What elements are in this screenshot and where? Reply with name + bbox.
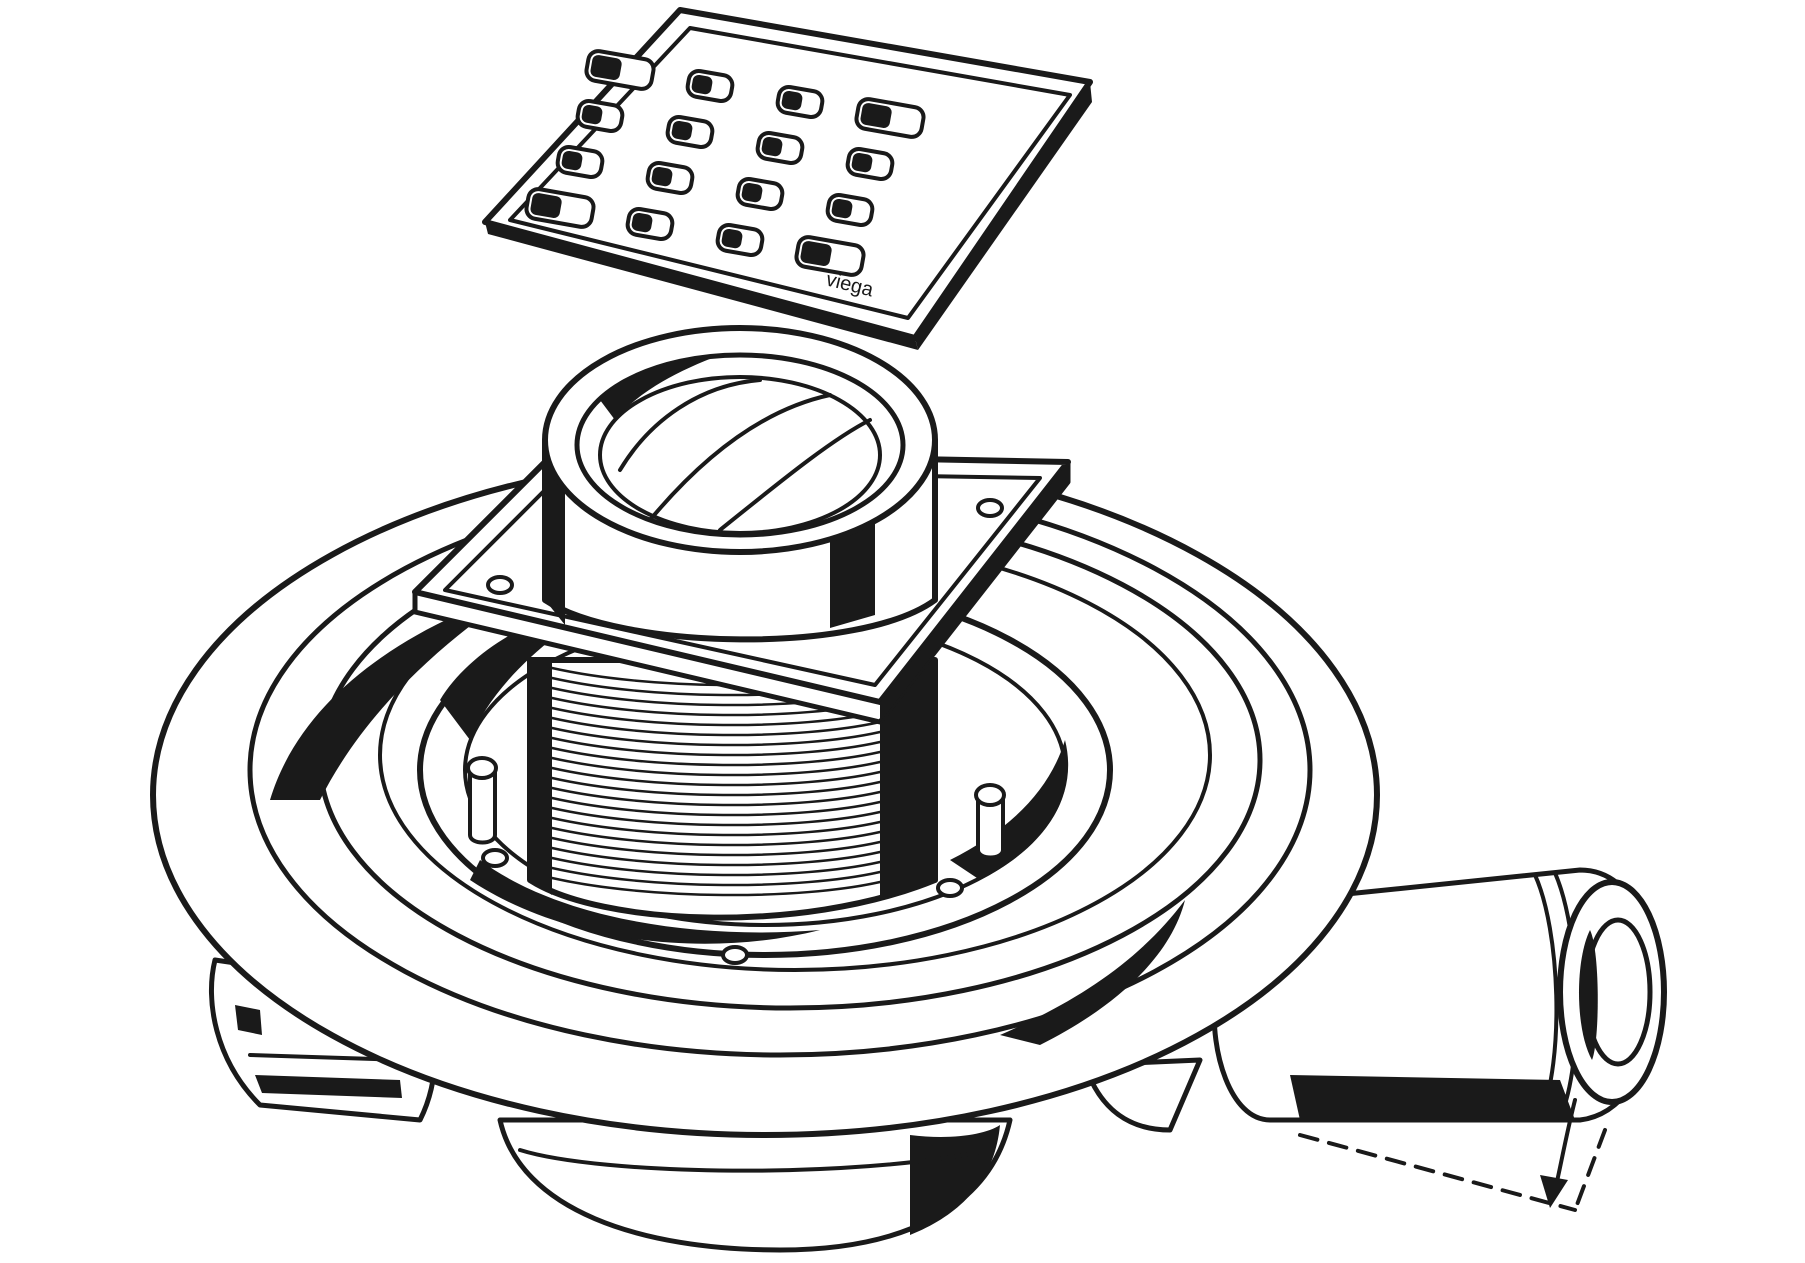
thread-line — [550, 726, 882, 747]
grate-slot-shadow — [691, 74, 713, 95]
thread-line — [550, 836, 882, 857]
thread-line — [550, 766, 882, 787]
thread-line — [550, 816, 882, 837]
grate-slot-shadow — [741, 182, 763, 203]
thread-line — [550, 876, 882, 897]
grate-slot-shadow — [651, 166, 673, 187]
flange-screw — [486, 575, 514, 595]
screw-hole — [721, 945, 749, 965]
grate-slot-shadow — [590, 55, 622, 81]
locating-pin-left — [466, 756, 498, 845]
grate-slots — [524, 49, 926, 277]
thread-line — [550, 786, 882, 807]
grate-slot-shadow — [860, 103, 892, 129]
grate-slot-shadow — [851, 152, 873, 173]
flange-screw — [976, 498, 1004, 518]
dimension-arrow — [1298, 1098, 1607, 1212]
upper-tube — [542, 325, 938, 643]
arrow-head — [1540, 1175, 1568, 1208]
grate-slot-shadow — [530, 193, 562, 219]
screw-hole — [481, 848, 509, 868]
locating-pin-right — [974, 783, 1006, 860]
thread-line — [550, 826, 882, 847]
thread-line — [550, 736, 882, 757]
grate-slot-shadow — [781, 90, 803, 111]
grate-slot-shadow — [581, 104, 603, 125]
screw-hole — [936, 878, 964, 898]
thread-line — [550, 866, 882, 887]
thread-line — [550, 806, 882, 827]
thread-line — [550, 796, 882, 817]
thread-line — [550, 756, 882, 777]
grate-slot-shadow — [631, 212, 653, 233]
thread-line — [550, 846, 882, 867]
thread-line — [550, 716, 882, 737]
thread-line — [550, 746, 882, 767]
grate: viega — [482, 7, 1093, 350]
grate-slot-shadow — [721, 228, 743, 249]
grate-slot-shadow — [800, 241, 832, 267]
grate-slot-shadow — [561, 150, 583, 171]
grate-slot-shadow — [831, 198, 853, 219]
thread-line — [550, 706, 882, 727]
grate-slot-shadow — [761, 136, 783, 157]
thread-line — [550, 856, 882, 877]
thread-line — [550, 776, 882, 797]
grate-slot-shadow — [671, 120, 693, 141]
threaded-riser — [527, 657, 938, 921]
odour-cap — [598, 375, 882, 535]
